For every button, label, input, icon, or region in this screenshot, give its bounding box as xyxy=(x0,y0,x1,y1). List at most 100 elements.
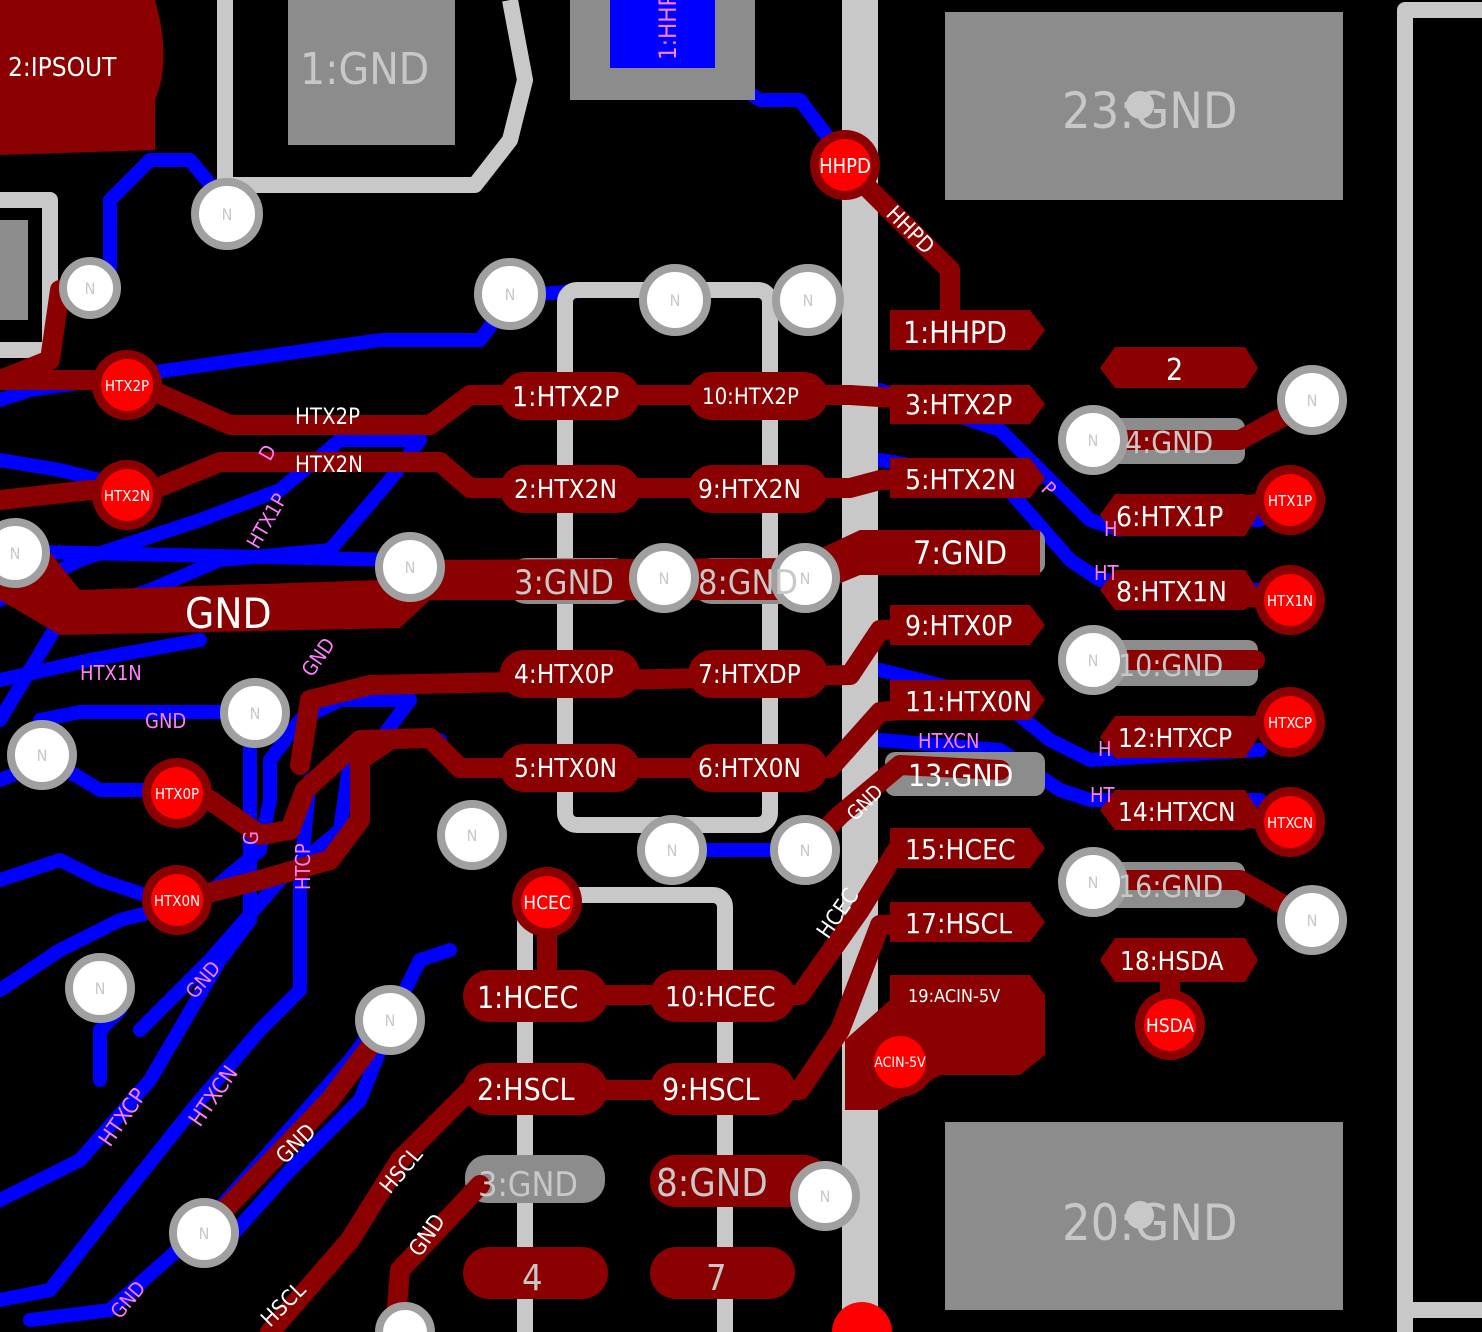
via-label: N xyxy=(199,1224,210,1243)
pad-r2-1 xyxy=(463,970,608,1022)
trace-label-htx2p: HTX2P xyxy=(295,405,360,430)
pad-r1-2 xyxy=(500,465,640,513)
label-via-htx0n: HTX0N xyxy=(154,892,200,910)
via-label: N xyxy=(85,279,96,298)
pad-c2 xyxy=(1100,347,1258,388)
pad-r1-10 xyxy=(688,372,828,420)
pad-c9 xyxy=(890,605,1045,645)
trace-label-frag-ht3: HT xyxy=(1090,783,1116,807)
label-via-htx1p: HTX1P xyxy=(1268,492,1312,510)
pad-r2-4 xyxy=(463,1247,608,1299)
via-bottom xyxy=(832,1302,892,1332)
pad-gnd-left xyxy=(0,220,28,320)
via-label: N xyxy=(405,558,416,577)
label-c8: 8:HTX1N xyxy=(1116,575,1227,608)
trace-label-htx2n: HTX2N xyxy=(295,453,363,478)
gnd-via xyxy=(437,800,507,870)
label-c2: 2 xyxy=(1166,353,1183,388)
label-r1-9: 9:HTX2N xyxy=(698,475,801,505)
label-r1-2: 2:HTX2N xyxy=(514,475,617,505)
label-r1-6: 6:HTX0N xyxy=(698,754,801,784)
gnd-via xyxy=(191,178,263,250)
label-c10: 10:GND xyxy=(1118,649,1223,684)
gnd-via xyxy=(639,264,711,336)
gnd-via xyxy=(770,543,840,613)
label-gnd23: 23:GND xyxy=(1062,82,1238,140)
label-c14: 14:HTXCN xyxy=(1118,798,1235,828)
label-c4: 4:GND xyxy=(1125,426,1213,461)
pad-c14 xyxy=(1100,790,1258,830)
pad-r1-1 xyxy=(500,372,640,420)
trace-label-gnd-big: GND xyxy=(185,589,272,638)
pad-r2-9 xyxy=(650,1063,795,1115)
label-r1-5: 5:HTX0N xyxy=(514,754,617,784)
gnd-via xyxy=(1058,625,1128,695)
pad-r1-5 xyxy=(500,744,640,792)
via-label: N xyxy=(670,291,681,310)
trace-blue xyxy=(103,153,222,297)
pad-c1 xyxy=(890,310,1045,350)
gnd-via xyxy=(772,264,844,336)
trace-label-frag-g: G xyxy=(239,831,263,845)
via-label: N xyxy=(803,291,814,310)
via-label: N xyxy=(667,841,678,860)
via-label: N xyxy=(800,569,811,588)
pad-c17 xyxy=(890,902,1045,942)
via-label: N xyxy=(1088,873,1099,892)
gnd-via xyxy=(770,815,840,885)
trace-label-htx1n: HTX1N xyxy=(80,661,142,685)
trace-label-gnd-b1: GND xyxy=(145,709,186,733)
label-r2-2: 2:HSCL xyxy=(477,1073,575,1108)
label-via-htx2p: HTX2P xyxy=(105,377,149,395)
label-via-hhpd: HHPD xyxy=(819,154,871,178)
label-c1: 1:HHPD xyxy=(903,316,1007,351)
trace-label-frag-ht2: H xyxy=(1098,737,1112,761)
via-label: N xyxy=(37,746,48,765)
via-label: N xyxy=(1307,391,1318,410)
label-via-acin: ACIN-5V xyxy=(874,1055,926,1071)
label-via-hcec: HCEC xyxy=(523,892,571,914)
outline xyxy=(0,192,58,358)
pad-c18 xyxy=(1100,938,1258,982)
label-via-htx2n: HTX2N xyxy=(104,487,150,505)
gnd-copper-pour xyxy=(0,530,1040,635)
label-hhp-top: 1:HHP xyxy=(654,0,682,60)
gnd-via xyxy=(0,518,50,588)
via-label: N xyxy=(800,841,811,860)
label-r1-1: 1:HTX2P xyxy=(512,380,619,413)
gnd-via xyxy=(7,720,77,790)
gnd-via-pad xyxy=(1126,91,1154,119)
pad-c12 xyxy=(1100,716,1258,758)
label-c17: 17:HSCL xyxy=(905,907,1012,940)
label-c19: 19:ACIN-5V xyxy=(908,986,1000,1007)
label-via-htx0p: HTX0P xyxy=(155,785,199,803)
pad-2-ipsout xyxy=(0,0,164,155)
array-pads xyxy=(463,372,830,1299)
via-label: N xyxy=(820,1187,831,1206)
label-r1-7: 7:HTXDP xyxy=(698,660,801,690)
via-label: N xyxy=(1307,911,1318,930)
gnd-via xyxy=(169,1198,239,1268)
label-r2-9: 9:HSCL xyxy=(662,1073,760,1108)
label-via-htx1n: HTX1N xyxy=(1267,592,1313,610)
via-labels: N N N N N N N N N N N N N N N N N N N N … xyxy=(10,205,1318,1243)
outline xyxy=(217,0,533,193)
label-ipsout: 2:IPSOUT xyxy=(8,53,117,83)
gnd-via xyxy=(637,815,707,885)
pad-r2-2 xyxy=(463,1063,608,1115)
gnd-via xyxy=(65,953,135,1023)
trace-blue xyxy=(0,633,207,687)
label-c15: 15:HCEC xyxy=(905,833,1016,866)
label-c16: 16:GND xyxy=(1118,870,1223,905)
label-c7: 7:GND xyxy=(913,534,1007,572)
pad-r2-3-gnd-bg xyxy=(465,1155,605,1203)
label-gnd1-top: 1:GND xyxy=(300,44,429,95)
label-c5: 5:HTX2N xyxy=(905,463,1016,496)
label-via-htxcn: HTXCN xyxy=(1267,814,1313,832)
trace-blue xyxy=(0,453,107,487)
gnd-via xyxy=(629,543,699,613)
via-label: N xyxy=(385,1011,396,1030)
pad-c15 xyxy=(890,828,1045,868)
gnd-via xyxy=(1277,885,1347,955)
via-label: N xyxy=(467,826,478,845)
